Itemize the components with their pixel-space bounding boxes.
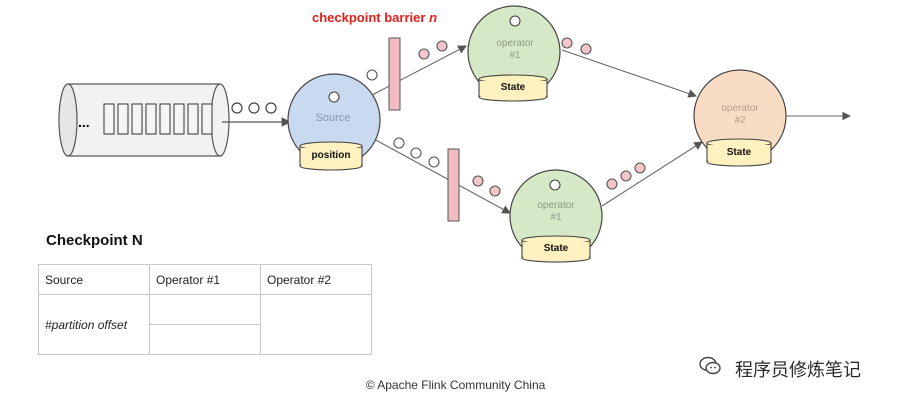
in-flight-records (366, 37, 646, 197)
operator2-state-label: State (726, 147, 752, 158)
operator2-node (693, 69, 787, 167)
operator1-bottom-label-line1: operator (537, 200, 575, 211)
queue-ellipsis: ... (78, 114, 90, 130)
table-header-row: Source Operator #1 Operator #2 (38, 264, 372, 295)
operator1-bottom-label-line2: #1 (550, 212, 562, 223)
table-row (39, 324, 372, 355)
cell-operator1-a (149, 294, 261, 325)
edge-source-op1-bottom (371, 137, 511, 214)
edge-op1-top-op2 (561, 49, 698, 98)
checkpoint-barrier-label: checkpoint barrier n (312, 10, 438, 25)
row-partition-offset: #partition offset (38, 294, 150, 355)
operator1-top-label-line2: #1 (509, 50, 521, 61)
operator1-top-label-line1: operator (496, 38, 534, 49)
operator2-state-cylinder (706, 138, 772, 167)
barrier-variable: n (429, 10, 438, 25)
source-state-cylinder (299, 141, 363, 171)
operator1-top-label: operator #1 (480, 38, 550, 62)
header-operator1: Operator #1 (149, 264, 261, 295)
source-label: Source (315, 112, 351, 124)
barrier-bottom (447, 148, 460, 222)
operator1-top-node (467, 5, 561, 102)
operator2-label-line1: operator (721, 103, 759, 114)
operator1-bottom-node (509, 169, 603, 263)
header-operator2: Operator #2 (260, 264, 372, 295)
source-state-label: position (311, 150, 351, 161)
operator1-top-state-cylinder (478, 74, 548, 102)
wechat-watermark: 程序员修炼笔记 (735, 360, 861, 381)
checkpoint-title: Checkpoint N (46, 232, 143, 249)
source-node (287, 73, 381, 171)
edge-source-op1-top (371, 45, 467, 96)
cell-operator1-b (149, 324, 261, 355)
header-source: Source (38, 264, 150, 295)
queue-slots (103, 103, 213, 135)
operator2-label: operator #2 (705, 103, 775, 127)
barrier-top (388, 37, 401, 111)
edge-op1-bottom-op2 (601, 141, 703, 207)
operator1-bottom-label: operator #1 (521, 200, 591, 224)
operator1-bottom-state-label: State (543, 243, 569, 254)
input-queue (58, 83, 230, 157)
queue-records (231, 102, 277, 114)
operator1-bottom-state-cylinder (521, 235, 591, 263)
operator2-label-line2: #2 (734, 115, 746, 126)
operator1-top-state-label: State (500, 82, 526, 93)
table-row: #partition offset (38, 294, 372, 355)
wechat-icon (699, 356, 721, 375)
copyright-text: © Apache Flink Community China (365, 378, 546, 392)
checkpoint-table: Source Operator #1 Operator #2 #partitio… (38, 264, 372, 355)
cell-operator2 (260, 294, 372, 355)
